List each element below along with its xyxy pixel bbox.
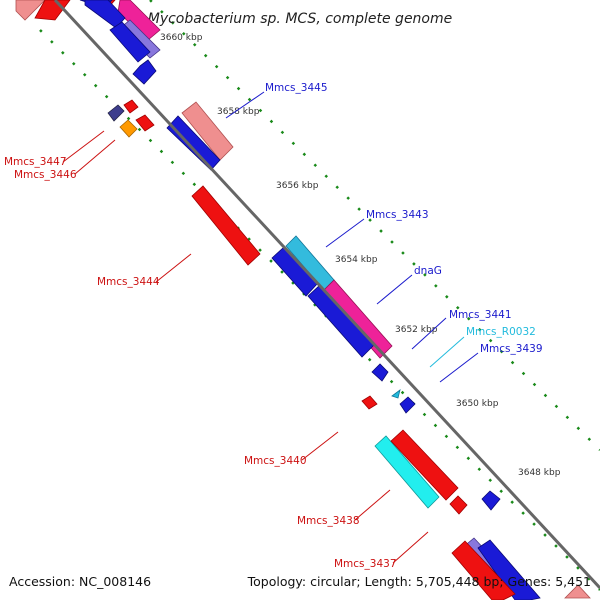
accession-text: Accession: NC_008146	[9, 574, 151, 589]
connector-mmcs-3444	[155, 253, 192, 283]
tick-label: 3656 kbp	[276, 181, 319, 191]
map-title: Mycobacterium sp. MCS, complete genome	[148, 11, 453, 27]
gene-feature[interactable]	[481, 490, 501, 511]
label-mmcs-R0032[interactable]: Mmcs_R0032	[466, 326, 536, 338]
connector-mmcs-3443	[325, 218, 365, 248]
connector-mmcs-3445	[225, 91, 265, 119]
gene-feature[interactable]	[449, 495, 468, 515]
connector-mmcs-3439	[439, 352, 479, 383]
label-mmcs-3437[interactable]: Mmcs_3437	[334, 558, 397, 570]
gene-mmcs-3440[interactable]	[361, 395, 378, 410]
label-dnaG[interactable]: dnaG	[414, 265, 442, 277]
connector-mmcs-3440	[301, 431, 339, 461]
gene-mmcs-3439[interactable]	[399, 396, 416, 414]
connector-mmcs-3441	[411, 317, 447, 350]
tick-label: 3648 kbp	[518, 468, 561, 478]
gene-mmcs-3438[interactable]	[374, 435, 440, 509]
label-connectors	[62, 91, 479, 564]
connector-mmcs-3437	[392, 531, 429, 564]
topology-text: Topology: circular; Length: 5,705,448 bp…	[247, 574, 591, 589]
gene-mmcs-3447-a[interactable]	[107, 104, 125, 122]
gene-feature[interactable]	[564, 584, 591, 599]
tick-label: 3658 kbp	[217, 107, 260, 117]
gene-feature[interactable]	[15, 0, 46, 21]
label-mmcs-3445[interactable]: Mmcs_3445	[265, 82, 328, 94]
gene-labels: Mmcs_3445 Mmcs_3447 Mmcs_3446 Mmcs_3443 …	[4, 82, 543, 570]
label-mmcs-3439[interactable]: Mmcs_3439	[480, 343, 543, 355]
gene-feature[interactable]	[371, 363, 389, 382]
gene-mmcs-3444[interactable]	[191, 185, 261, 266]
connector-mmcs-3447	[62, 130, 105, 163]
label-mmcs-3440[interactable]: Mmcs_3440	[244, 455, 307, 467]
gene-mmcs-3446[interactable]	[119, 119, 138, 138]
label-mmcs-3444[interactable]: Mmcs_3444	[97, 276, 160, 288]
label-mmcs-3443[interactable]: Mmcs_3443	[366, 209, 429, 221]
label-mmcs-3447[interactable]: Mmcs_3447	[4, 156, 67, 168]
gene-mmcs-3445[interactable]	[181, 101, 234, 161]
tick-label: 3660 kbp	[160, 33, 203, 43]
tick-labels: 3660 kbp 3658 kbp 3656 kbp 3654 kbp 3652…	[160, 33, 561, 478]
genome-backbone	[53, 0, 600, 590]
gene-feature[interactable]	[117, 0, 161, 41]
tick-label: 3652 kbp	[395, 325, 438, 335]
connector-mmcs-3438	[354, 489, 391, 521]
gene-mmcs-R0032[interactable]	[391, 389, 401, 399]
gene-feature[interactable]	[451, 540, 516, 600]
connector-mmcs-3446	[74, 139, 116, 175]
gene-mmcs-3447-b[interactable]	[123, 99, 139, 114]
gene-feature[interactable]	[132, 59, 157, 85]
gene-feature[interactable]	[166, 115, 221, 171]
label-mmcs-3446[interactable]: Mmcs_3446	[14, 169, 77, 181]
label-mmcs-3438[interactable]: Mmcs_3438	[297, 515, 360, 527]
connector-dnaG	[376, 274, 413, 305]
gene-feature[interactable]	[135, 114, 155, 132]
tick-label: 3650 kbp	[456, 399, 499, 409]
connector-mmcs-R0032	[429, 336, 465, 368]
label-mmcs-3441[interactable]: Mmcs_3441	[449, 309, 512, 321]
tick-label: 3654 kbp	[335, 255, 378, 265]
genes-strand-left	[15, 0, 378, 410]
gene-mmcs-3437[interactable]	[390, 429, 459, 501]
gene-feature[interactable]	[109, 21, 151, 63]
genes-strand-right	[79, 0, 591, 600]
